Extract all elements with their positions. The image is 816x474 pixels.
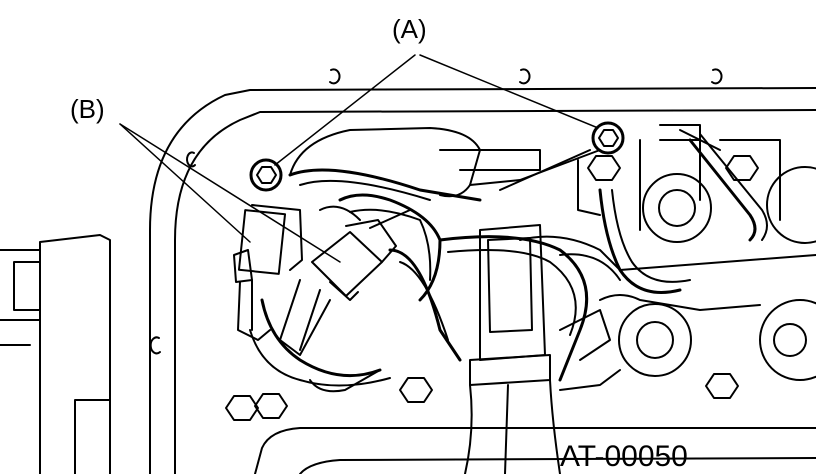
- right-wire-harness: [600, 130, 767, 293]
- leader-lines: [120, 55, 598, 262]
- solenoid-valve-centre: [465, 225, 560, 474]
- left-housing-bracket: [0, 235, 110, 474]
- casing-outline: [150, 88, 816, 474]
- connector-b-left: [234, 205, 302, 340]
- figure-code: AT-00050: [560, 440, 688, 473]
- callout-a-label: (A): [392, 14, 427, 44]
- hex-bolts: [226, 156, 758, 420]
- connector-b-right: [312, 210, 410, 300]
- valve-body-plate: [290, 125, 816, 280]
- callout-b-label: (B): [70, 94, 105, 124]
- bolt-a-right: [593, 123, 623, 153]
- connector-wire-bundle: [250, 170, 587, 391]
- bolt-a-left: [251, 160, 281, 190]
- solenoid-cylinders: [560, 167, 816, 390]
- casing-holes: [151, 69, 722, 353]
